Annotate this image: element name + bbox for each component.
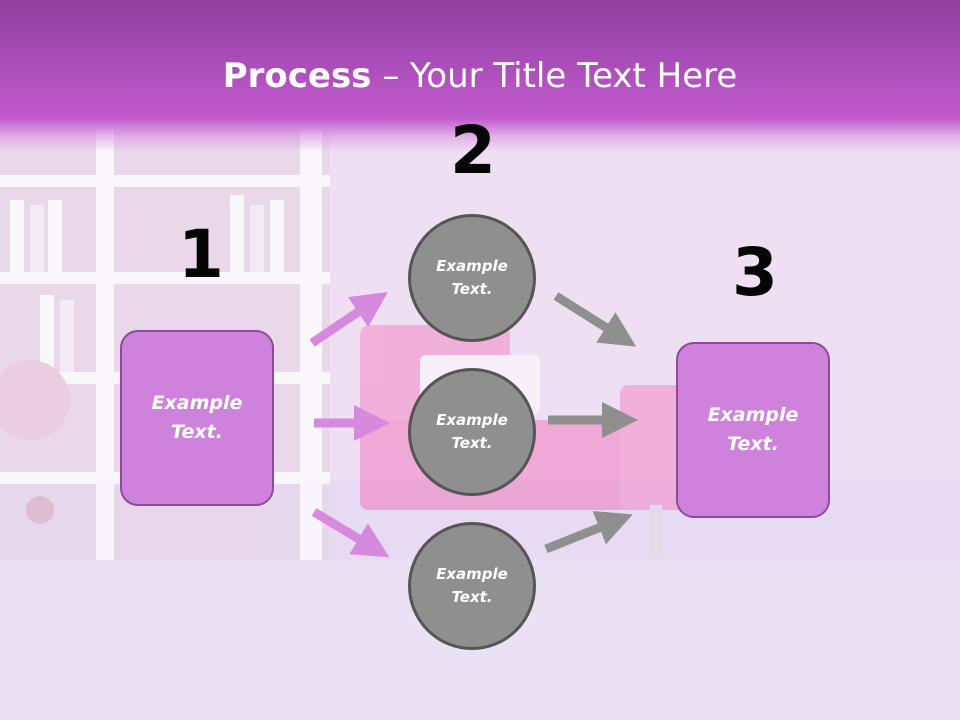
circle-bottom: Example Text.	[408, 522, 536, 650]
arrow-from-circle-top	[553, 292, 637, 347]
arrow-to-circle-top	[309, 291, 388, 347]
step-number-2: 2	[450, 112, 496, 189]
circle-middle-label: Example Text.	[436, 411, 508, 452]
title-bar	[0, 0, 960, 152]
step-number-1: 1	[178, 216, 224, 293]
right-process-box: Example Text.	[676, 342, 830, 518]
arrow-to-circle-bottom	[311, 508, 390, 558]
circle-top-label: Example Text.	[436, 257, 508, 298]
right-box-label: Example Text.	[707, 404, 799, 455]
step-number-3: 3	[732, 234, 778, 311]
left-process-box: Example Text.	[120, 330, 274, 506]
circle-top: Example Text.	[408, 214, 536, 342]
title-bold: Process	[222, 56, 372, 96]
circle-middle: Example Text.	[408, 368, 536, 496]
slide-title: Process – Your Title Text Here	[0, 54, 960, 98]
circle-bottom-label: Example Text.	[436, 565, 508, 606]
arrow-from-circle-bottom	[544, 510, 633, 554]
title-rest: – Your Title Text Here	[371, 56, 738, 96]
left-box-label: Example Text.	[151, 392, 243, 443]
